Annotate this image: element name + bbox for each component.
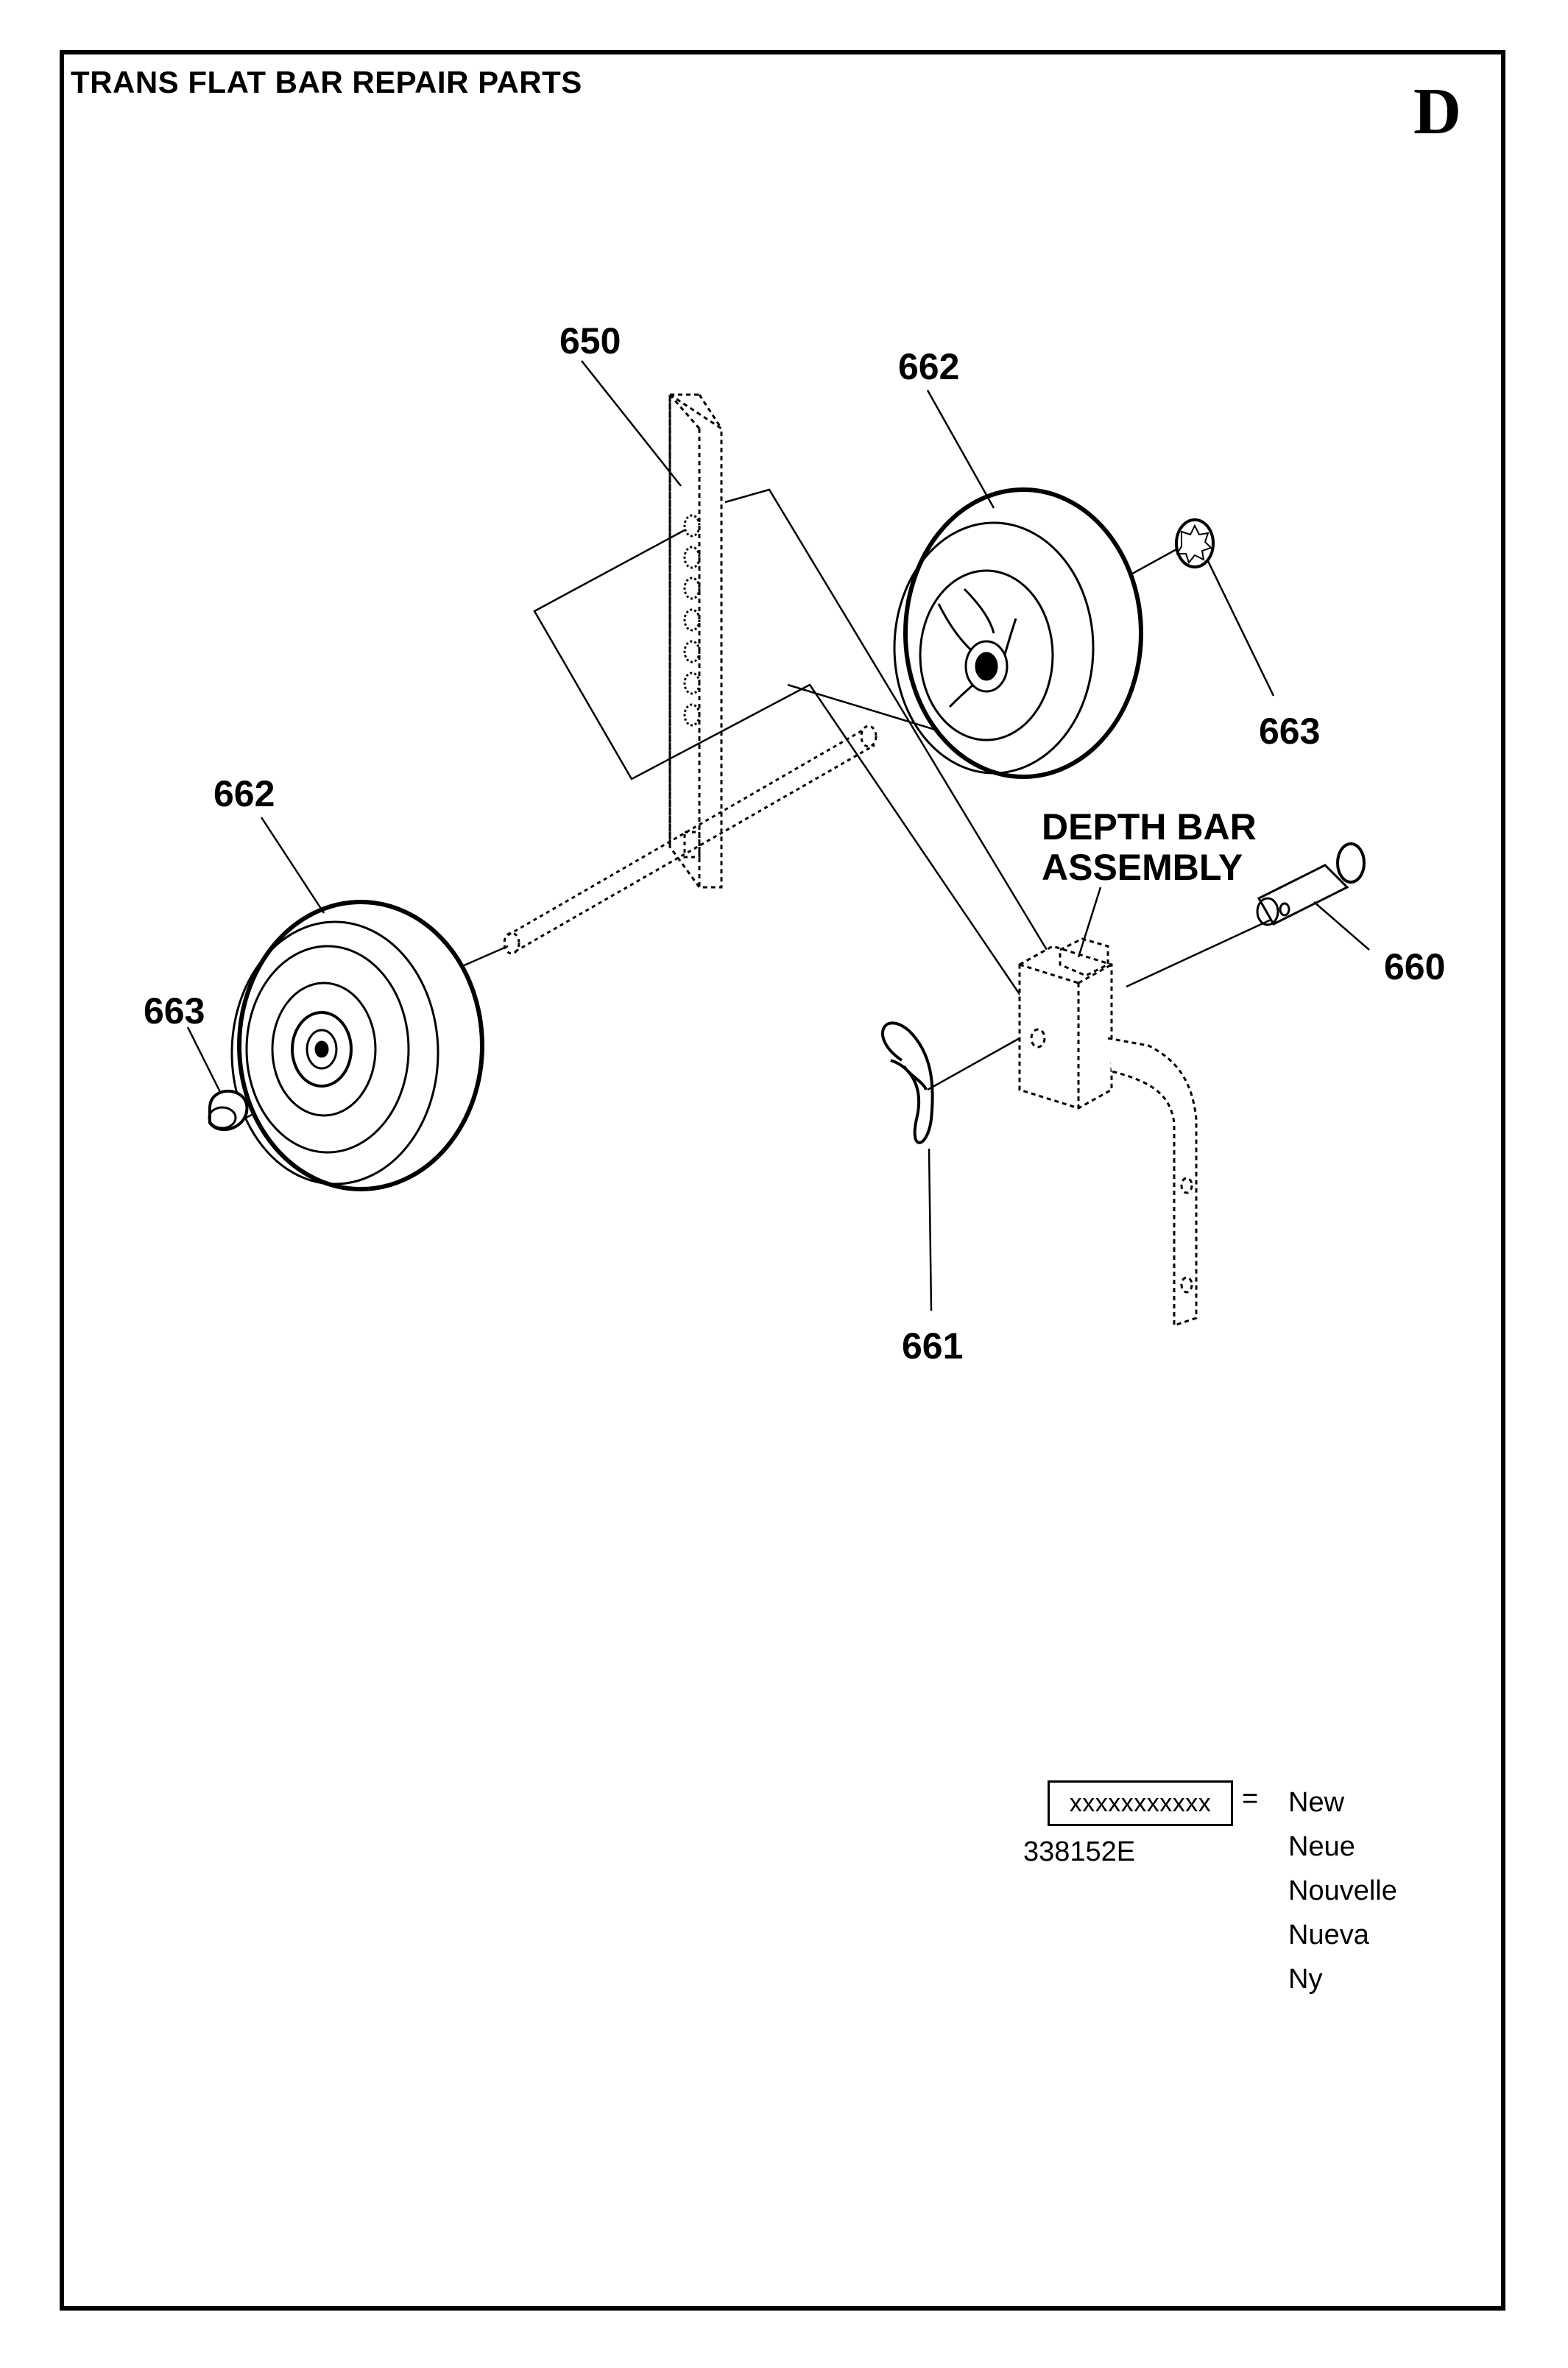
legend-equals: = bbox=[1242, 1783, 1259, 1814]
flat-bar-holes bbox=[683, 514, 701, 727]
leader-lines bbox=[186, 360, 1370, 1311]
axle-shaft bbox=[503, 725, 877, 955]
cap-bottom-663 bbox=[208, 1089, 249, 1132]
callout-662-bottom: 662 bbox=[213, 773, 275, 814]
assembly-label-line2: ASSEMBLY bbox=[1042, 847, 1243, 888]
callout-650: 650 bbox=[559, 320, 621, 362]
callout-663-bottom: 663 bbox=[144, 990, 205, 1032]
legend-new-part-box: xxxxxxxxxxx bbox=[1048, 1780, 1233, 1826]
legend-meanings: New Neue Nouvelle Nueva Ny bbox=[1288, 1780, 1397, 2001]
callout-661: 661 bbox=[902, 1325, 963, 1367]
callout-660: 660 bbox=[1384, 946, 1445, 987]
wheel-top-662 bbox=[893, 487, 1143, 779]
flat-bar-650 bbox=[668, 392, 723, 889]
callout-labels: 650 662 663 662 663 660 661 DEPTH BAR AS… bbox=[144, 320, 1445, 1367]
legend-meaning: New bbox=[1288, 1787, 1345, 1818]
section-letter: D bbox=[1413, 75, 1461, 148]
wheel-bottom-662 bbox=[230, 900, 484, 1191]
assembly-label-line1: DEPTH BAR bbox=[1042, 806, 1257, 848]
cap-top-663 bbox=[1175, 518, 1215, 568]
clevis-pin-660 bbox=[1256, 842, 1366, 926]
legend-meaning: Nouvelle bbox=[1288, 1875, 1397, 1906]
depth-bar-assembly bbox=[1018, 937, 1198, 1328]
callout-663-top: 663 bbox=[1259, 711, 1320, 752]
page-border bbox=[60, 50, 1505, 2311]
hairpin-clip-661 bbox=[881, 1021, 934, 1144]
page-title: TRANS FLAT BAR REPAIR PARTS bbox=[71, 65, 582, 99]
callout-662-top: 662 bbox=[898, 346, 959, 387]
legend-meaning: Nueva bbox=[1288, 1920, 1369, 1951]
legend-part-code: 338152E bbox=[1023, 1836, 1136, 1867]
legend-meaning: Neue bbox=[1288, 1831, 1355, 1862]
legend-meaning: Ny bbox=[1288, 1964, 1323, 1995]
